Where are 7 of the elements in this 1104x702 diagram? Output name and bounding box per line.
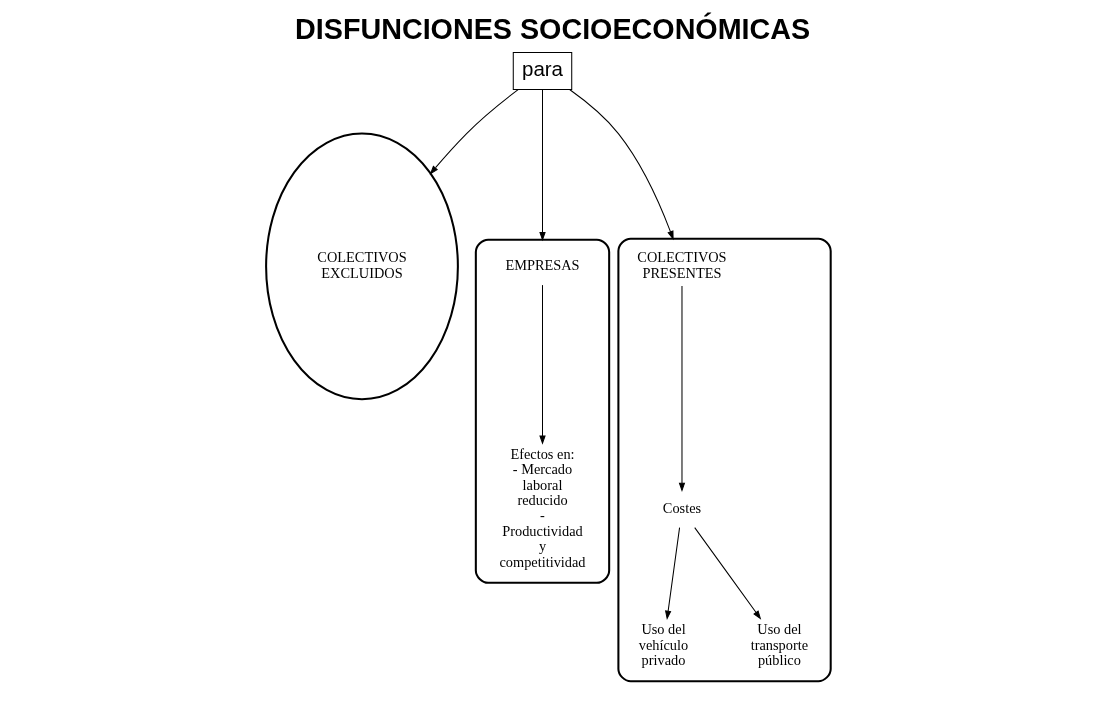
node-text: Uso del vehículo privado bbox=[638, 621, 688, 669]
diagram-title: DISFUNCIONES SOCIOECONÓMICAS bbox=[294, 12, 810, 45]
node-text: Uso del transporte público bbox=[750, 621, 808, 669]
node-text: Costes bbox=[662, 499, 701, 516]
node-text: EMPRESAS bbox=[504, 257, 580, 274]
node-text: COLECTIVOS PRESENTES bbox=[636, 249, 727, 281]
node-text: Efectos en: - Mercado laboral reducido - Productividad y competitividad bbox=[498, 445, 586, 570]
